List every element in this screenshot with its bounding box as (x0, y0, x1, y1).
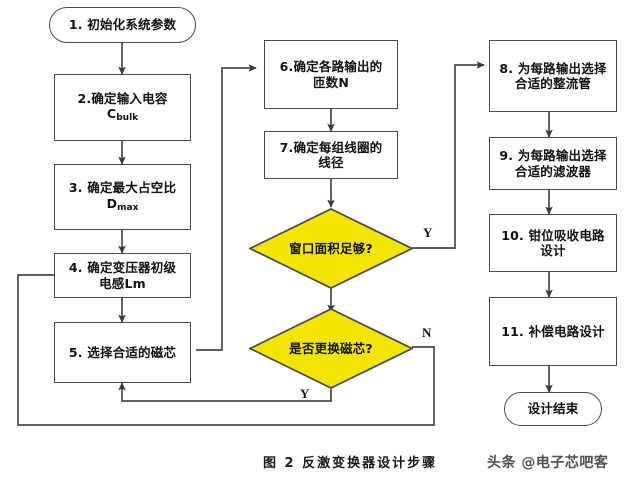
node-label: 11. 补偿电路设计 (501, 323, 605, 339)
node-label-line2: 电感Lm (99, 275, 146, 291)
node-clamp-snubber-circuit-design[interactable]: 10. 钳位吸收电路 设计 (489, 214, 617, 272)
node-label: 2.确定输入电容 Cbulk (77, 91, 167, 124)
node-label-line2: 合适的整流管 (514, 76, 592, 91)
node-label: 5. 选择合适的磁芯 (68, 344, 177, 360)
node-label: 10. 钳位吸收电路 设计 (501, 228, 605, 259)
node-label-line1: 8. 为每路输出选择 (499, 60, 607, 76)
node-initialize-system-parameters[interactable]: 1. 初始化系统参数 (49, 7, 196, 43)
node-label-line1: 7.确定每组线圈的 (279, 139, 383, 155)
diamond-shape (249, 208, 413, 289)
node-label: 窗口面积足够? (289, 240, 373, 256)
node-label-line1: 2.确定输入电容 (77, 90, 168, 106)
node-label: 9. 为每路输出选择 合适的滤波器 (499, 148, 606, 179)
edge-label-replace-core-no: N (422, 325, 432, 340)
node-label: 4. 确定变压器初级 电感Lm (69, 260, 176, 291)
node-label: 7.确定每组线圈的 线径 (280, 140, 383, 171)
inductance-symbol: Lm (124, 275, 146, 291)
edge-d1-yes-to-8 (412, 61, 485, 249)
node-compensation-circuit-design[interactable]: 11. 补偿电路设计 (489, 297, 617, 366)
edge-label-replace-core-yes: Y (300, 386, 310, 401)
node-label-line2: 设计 (540, 243, 566, 258)
subscript: bulk (116, 113, 139, 124)
node-decision-replace-core[interactable]: 是否更换磁芯? (249, 308, 413, 389)
diamond-shape (249, 308, 413, 389)
node-label-line2: 匝数N (312, 74, 350, 90)
node-label-line2: 线径 (318, 155, 344, 170)
node-label: 3. 确定最大占空比 Dmax (69, 180, 176, 213)
node-label-line1: 6.确定各路输出的 (279, 59, 383, 75)
node-determine-max-duty-cycle[interactable]: 3. 确定最大占空比 Dmax (54, 164, 191, 230)
node-select-filter-per-output[interactable]: 9. 为每路输出选择 合适的滤波器 (489, 137, 617, 190)
node-label-line1: 3. 确定最大占空比 (68, 180, 177, 196)
figure-caption: 图 2 反激变换器设计步骤 (263, 456, 438, 471)
node-select-rectifier-per-output[interactable]: 8. 为每路输出选择 合适的整流管 (489, 40, 617, 112)
node-design-end[interactable]: 设计结束 (504, 392, 602, 426)
node-label-line1: 10. 钳位吸收电路 (501, 227, 605, 243)
node-label: 6.确定各路输出的 匝数N (280, 59, 383, 90)
node-label-line1: 4. 确定变压器初级 (68, 260, 177, 276)
node-select-suitable-core[interactable]: 5. 选择合适的磁芯 (54, 322, 191, 383)
node-label: 8. 为每路输出选择 合适的整流管 (499, 61, 606, 92)
edge-label-window-area-yes: Y (423, 225, 433, 240)
node-label: 是否更换磁芯? (289, 340, 373, 356)
node-determine-wire-gauge[interactable]: 7.确定每组线圈的 线径 (264, 131, 398, 179)
node-determine-input-capacitor[interactable]: 2.确定输入电容 Cbulk (54, 74, 191, 141)
node-determine-turns-per-output[interactable]: 6.确定各路输出的 匝数N (264, 40, 398, 109)
node-determine-primary-inductance[interactable]: 4. 确定变压器初级 电感Lm (54, 253, 191, 298)
node-label-line2: Cbulk (106, 106, 139, 124)
node-label-line2: 合适的滤波器 (514, 163, 592, 179)
subscript: max (117, 202, 139, 213)
node-decision-window-area-sufficient[interactable]: 窗口面积足够? (249, 208, 413, 289)
node-label-line1: 9. 为每路输出选择 (499, 148, 607, 164)
node-label: 1. 初始化系统参数 (68, 17, 177, 33)
edge-5-to-6 (196, 64, 257, 351)
node-label: 设计结束 (527, 401, 579, 417)
node-label-line2: Dmax (106, 195, 139, 213)
source-watermark: 头条 @电子芯吧客 (487, 455, 609, 471)
